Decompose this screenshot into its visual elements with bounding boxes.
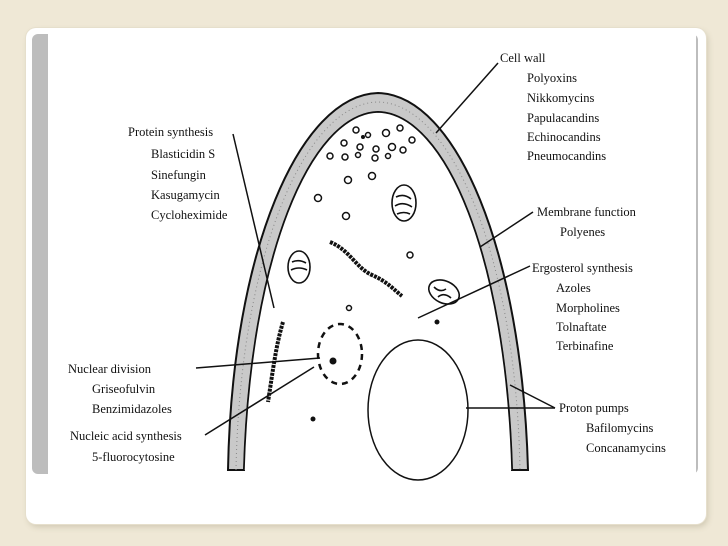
drug-terbinafine: Terbinafine <box>556 339 614 353</box>
label-ergosterol-synthesis: Ergosterol synthesis Azoles Morpholines … <box>532 261 633 353</box>
label-cell-wall: Cell wall Polyoxins Nikkomycins Papulaca… <box>500 51 606 163</box>
drug-papulacandins: Papulacandins <box>527 111 599 125</box>
er-ribbon <box>329 240 404 298</box>
drug-griseofulvin: Griseofulvin <box>92 382 156 396</box>
drug-polyenes: Polyenes <box>560 225 605 239</box>
nucleolus <box>329 357 337 365</box>
vesicles <box>313 124 416 312</box>
mitochondrion <box>287 250 311 284</box>
drug-blasticidin: Blasticidin S <box>151 147 215 161</box>
dense-granule <box>310 416 316 422</box>
dense-granule <box>434 319 440 325</box>
nucleus <box>316 322 364 386</box>
drug-cycloheximide: Cycloheximide <box>151 208 228 222</box>
label-protein-synthesis: Protein synthesis Blasticidin S Sinefung… <box>128 125 228 222</box>
label-nucleic-acid-synthesis: Nucleic acid synthesis 5-fluorocytosine <box>70 429 182 464</box>
ribosome-chain <box>266 321 285 403</box>
drug-azoles: Azoles <box>556 281 591 295</box>
nucleic-acid-synthesis-heading: Nucleic acid synthesis <box>70 429 182 443</box>
drug-pneumocandins: Pneumocandins <box>527 149 606 163</box>
protein-synthesis-heading: Protein synthesis <box>128 125 213 139</box>
drug-nikkomycins: Nikkomycins <box>527 91 594 105</box>
drug-benzimidazoles: Benzimidazoles <box>92 402 172 416</box>
pointer-lines <box>195 62 556 436</box>
drug-morpholines: Morpholines <box>556 301 620 315</box>
drug-echinocandins: Echinocandins <box>527 130 601 144</box>
membrane-function-heading: Membrane function <box>537 205 637 219</box>
drug-sinefungin: Sinefungin <box>151 168 207 182</box>
drug-kasugamycin: Kasugamycin <box>151 188 220 202</box>
mitochondrion <box>391 184 417 222</box>
cell-wall-heading: Cell wall <box>500 51 546 65</box>
dense-granule <box>361 135 365 139</box>
vacuole <box>367 339 469 481</box>
label-membrane-function: Membrane function Polyenes <box>537 205 637 239</box>
drug-5-fluorocytosine: 5-fluorocytosine <box>92 450 175 464</box>
drug-bafilomycins: Bafilomycins <box>586 421 653 435</box>
nuclear-division-heading: Nuclear division <box>68 362 152 376</box>
drug-concanamycins: Concanamycins <box>586 441 666 455</box>
label-proton-pumps: Proton pumps Bafilomycins Concanamycins <box>559 401 666 455</box>
proton-pumps-heading: Proton pumps <box>559 401 629 415</box>
drug-polyoxins: Polyoxins <box>527 71 577 85</box>
ergosterol-synthesis-heading: Ergosterol synthesis <box>532 261 633 275</box>
label-nuclear-division: Nuclear division Griseofulvin Benzimidaz… <box>68 362 172 416</box>
drug-tolnaftate: Tolnaftate <box>556 320 607 334</box>
